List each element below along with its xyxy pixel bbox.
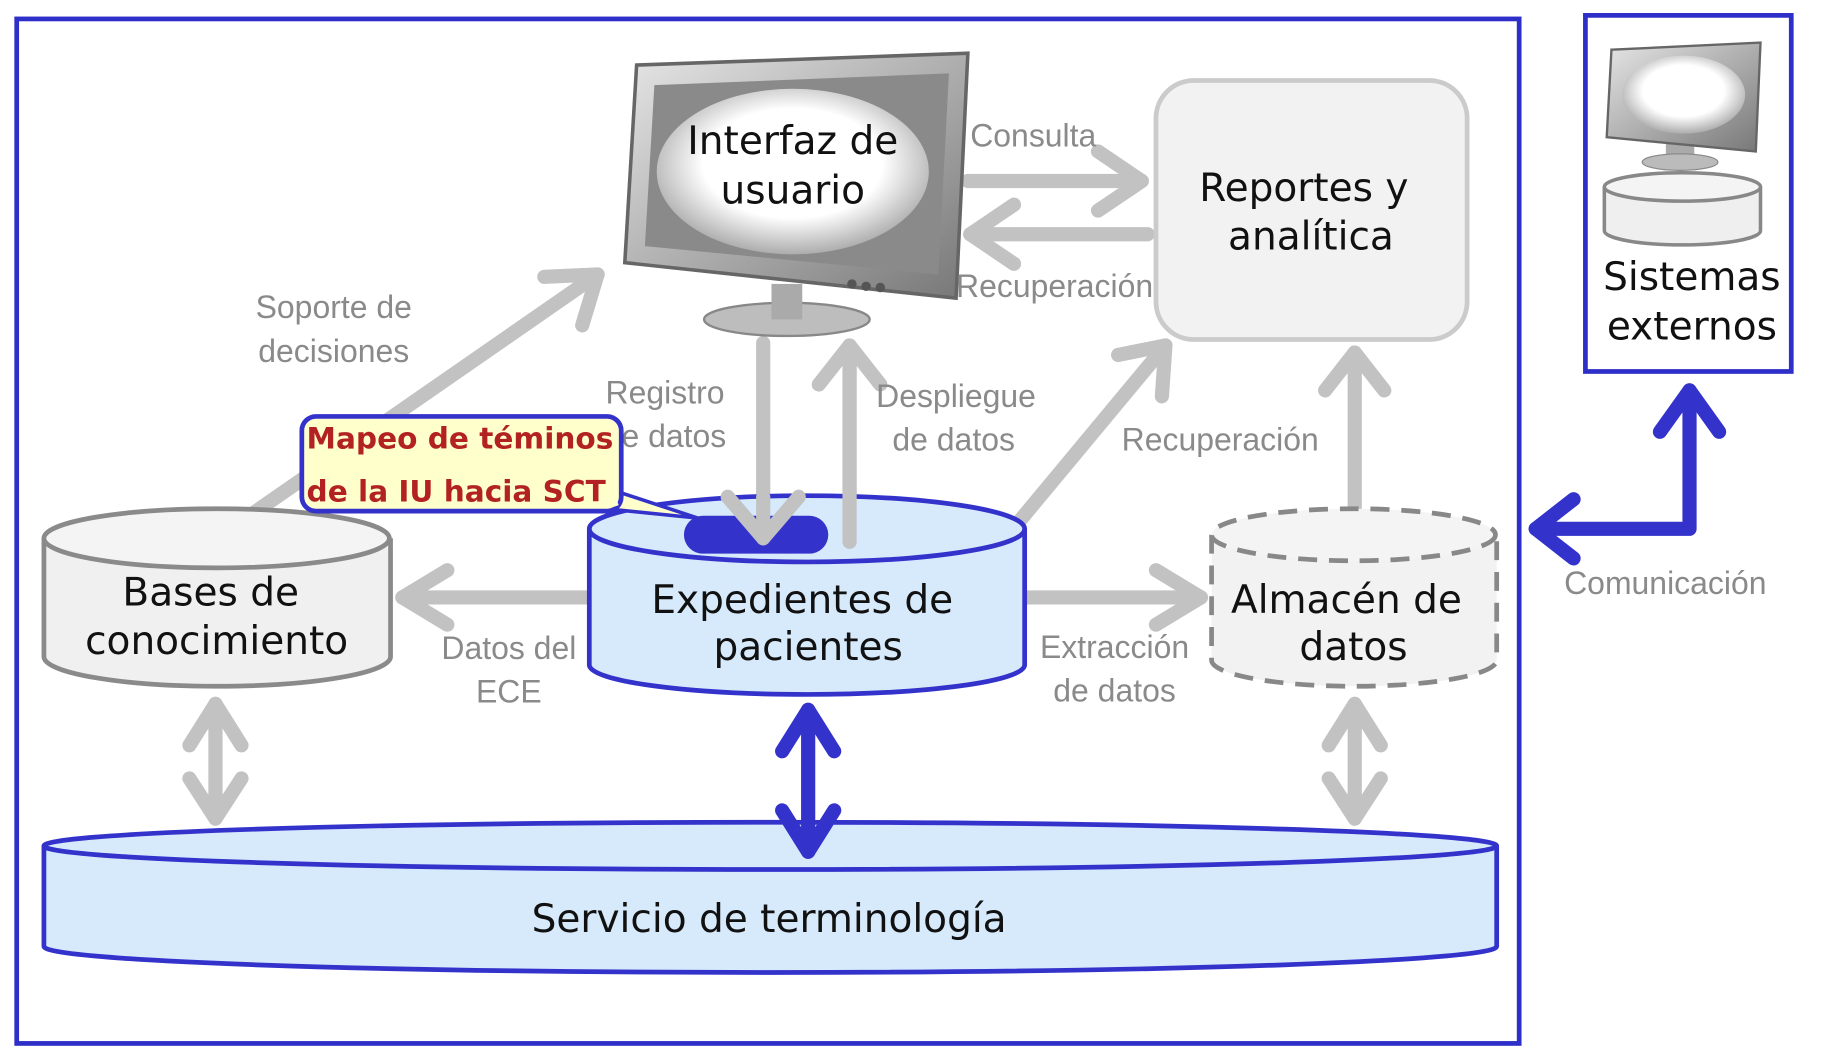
- ui-label-line1: Interfaz de: [687, 119, 898, 164]
- reports-label-line1: Reportes y: [1199, 166, 1408, 211]
- arrow-datos-ece: [395, 563, 595, 632]
- patient-records-cylinder: [586, 493, 1028, 697]
- reports-label-line2: analítica: [1228, 215, 1394, 260]
- label-soporte-line2: decisiones: [258, 333, 409, 369]
- data-warehouse-cylinder: [1209, 506, 1500, 689]
- label-despliegue-line2: de datos: [892, 422, 1015, 458]
- label-recuperacion-mid: Recuperación: [1122, 422, 1319, 458]
- label-registro-line2: de datos: [604, 418, 727, 454]
- arrow-consulta: [960, 144, 1149, 218]
- external-label-line2: externos: [1607, 305, 1777, 350]
- label-consulta: Consulta: [970, 118, 1096, 154]
- knowledge-label-line1: Bases de: [122, 571, 299, 616]
- records-label-line2: pacientes: [713, 625, 902, 670]
- callout-line2: de la IU hacia SCT: [307, 475, 606, 509]
- warehouse-label-line1: Almacén de: [1231, 578, 1462, 623]
- arrow-recuperacion-mid: [1012, 338, 1173, 528]
- reports-box: [1153, 78, 1470, 342]
- arrow-comunicacion: [1528, 383, 1727, 566]
- label-registro-line1: Registro: [606, 374, 725, 410]
- arrow-knowledge-terminology: [182, 696, 249, 826]
- label-soporte-line1: Soporte de: [256, 289, 412, 325]
- arrow-recuperacion-right: [1318, 345, 1392, 526]
- external-label-line1: Sistemas: [1603, 255, 1781, 300]
- arrow-recuperacion-top: [963, 197, 1155, 271]
- label-recuperacion-top: Recuperación: [956, 268, 1153, 304]
- knowledge-label-line2: conocimiento: [85, 619, 348, 664]
- label-datos-ece-line2: ECE: [476, 674, 542, 710]
- mapping-callout: [299, 414, 700, 520]
- records-label-line1: Expedientes de: [651, 578, 953, 623]
- callout-line1: Mapeo de téminos: [307, 421, 614, 455]
- arrow-warehouse-terminology: [1321, 696, 1388, 826]
- monitor-icon: [622, 51, 970, 338]
- arrow-extraccion: [1019, 563, 1209, 632]
- label-extraccion-line1: Extracción: [1040, 629, 1189, 665]
- label-datos-ece-line1: Datos del: [441, 630, 576, 666]
- label-extraccion-line2: de datos: [1053, 673, 1176, 709]
- terminology-service-cylinder: [41, 819, 1500, 975]
- label-comunicacion: Comunicación: [1564, 565, 1766, 601]
- label-despliegue-line1: Despliegue: [876, 378, 1036, 414]
- knowledge-base-cylinder: [41, 506, 393, 689]
- warehouse-label-line2: datos: [1299, 625, 1407, 670]
- external-cylinder-icon: [1602, 170, 1763, 247]
- system-frame: [14, 16, 1522, 1046]
- external-frame: [1583, 13, 1794, 374]
- arrow-records-terminology: [775, 702, 842, 859]
- external-monitor-icon: [1605, 41, 1762, 171]
- terminology-label: Servicio de terminología: [532, 897, 1007, 942]
- ui-label-line2: usuario: [721, 168, 865, 213]
